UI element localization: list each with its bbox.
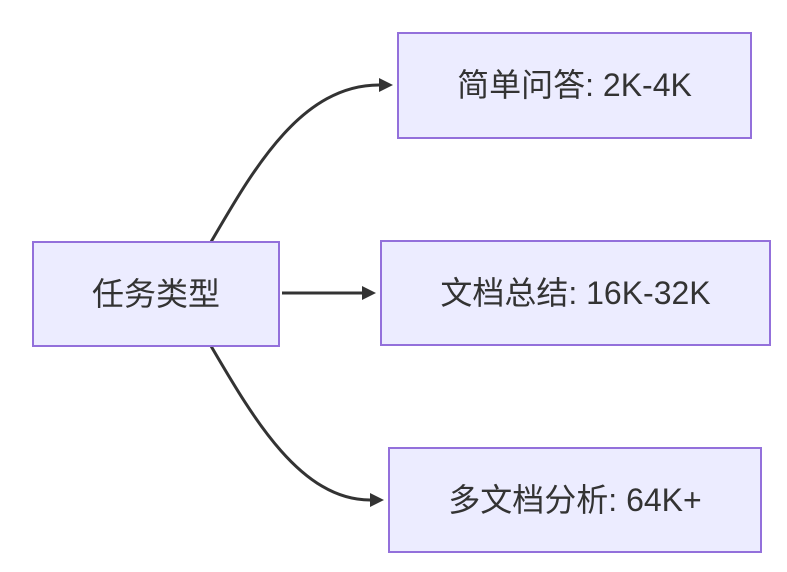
edge-root-to-child2: [209, 345, 384, 507]
doc-summary-node-label: 文档总结: 16K-32K: [440, 274, 711, 311]
doc-summary-node: 文档总结: 16K-32K: [380, 240, 771, 346]
multi-doc-analysis-node-label: 多文档分析: 64K+: [448, 481, 702, 518]
task-type-node: 任务类型: [32, 241, 280, 347]
task-type-node-label: 任务类型: [91, 275, 220, 312]
simple-qa-node-label: 简单问答: 2K-4K: [457, 67, 692, 104]
multi-doc-analysis-node: 多文档分析: 64K+: [388, 447, 762, 553]
simple-qa-node: 简单问答: 2K-4K: [397, 32, 752, 139]
edge-root-to-child0: [209, 78, 393, 243]
